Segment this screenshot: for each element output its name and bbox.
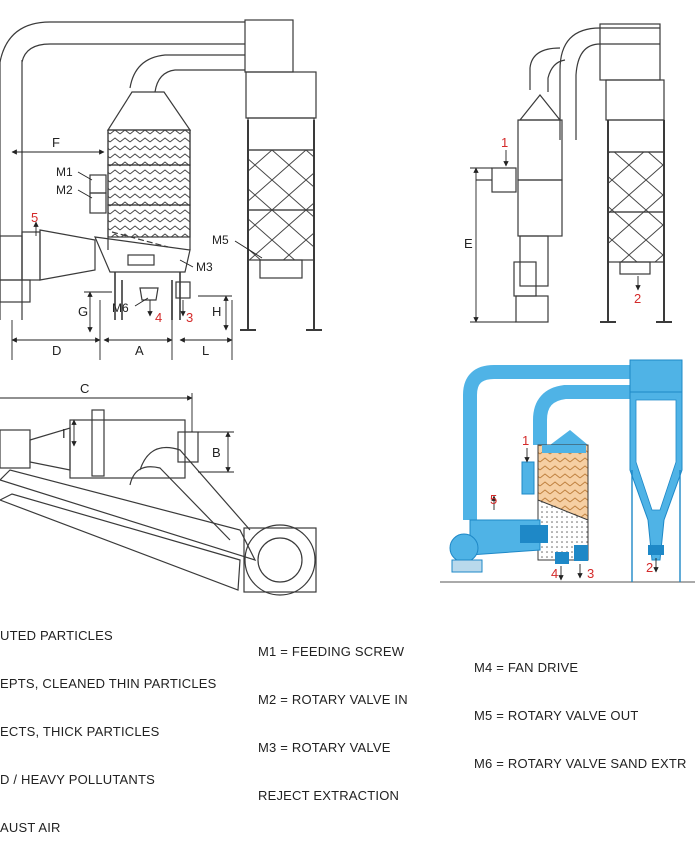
scrubber-packing-mid [107,164,191,206]
legend-m6: M6 = ROTARY VALVE SAND EXTR [474,756,687,771]
legend-stream-5: AUST AIR [0,820,61,835]
legend-motors-a: M1 = FEEDING SCREW M2 = ROTARY VALVE IN … [258,612,408,820]
side-view [476,23,672,323]
callout-5-front: 5 [31,210,38,225]
scrubber-duct [129,54,245,93]
legend-stream-4: D / HEAVY POLLUTANTS [0,772,155,787]
side-dimensions [470,150,641,323]
tag-m5: M5 [212,233,229,247]
top-duct [0,21,245,63]
legend-m2: M2 = ROTARY VALVE IN [258,692,408,707]
legend-m4: M4 = FAN DRIVE [474,660,579,675]
legend-m5: M5 = ROTARY VALVE OUT [474,708,639,723]
legend-m1: M1 = FEEDING SCREW [258,644,405,659]
legend-m3: M3 = ROTARY VALVE [258,740,391,755]
m3-box [175,281,191,299]
dim-i: I [62,426,66,441]
dim-d: D [52,343,61,358]
m2-box [89,192,107,214]
legend-stream-2: EPTS, CLEANED THIN PARTICLES [0,676,217,691]
callout-5-iso: 5 [490,492,497,507]
tag-m2: M2 [56,183,73,197]
legend-m3-cont: REJECT EXTRACTION [258,788,400,803]
callout-3-front: 3 [186,310,193,325]
technical-drawing: F D A L G H M1 M2 M5 M3 M6 5 4 3 E [0,19,695,596]
plan-view [0,409,317,596]
scrubber-hood [106,91,192,131]
scrubber-packing-upper [107,129,191,166]
legend-motors-b: M4 = FAN DRIVE M5 = ROTARY VALVE OUT M6 … [474,628,687,788]
dim-l: L [202,343,209,358]
drawing-canvas: F D A L G H M1 M2 M5 M3 M6 5 4 3 E [0,19,695,596]
m1-box [89,174,107,194]
tag-m1: M1 [56,165,73,179]
dim-a: A [135,343,144,358]
callout-4-iso: 4 [551,566,558,581]
dim-b: B [212,445,221,460]
callout-4-front: 4 [155,310,162,325]
callout-1-iso: 1 [522,433,529,448]
dim-c: C [80,381,89,396]
tag-m3: M3 [196,260,213,274]
tag-m6: M6 [112,301,129,315]
dim-f: F [52,135,60,150]
dim-g: G [78,304,88,319]
dim-h: H [212,304,221,319]
cyclone-head [245,71,317,119]
left-duct [0,60,23,320]
cyclone-inlet-box [244,19,294,73]
feed-cone [39,229,96,281]
legend-streams: UTED PARTICLES EPTS, CLEANED THIN PARTIC… [0,596,217,852]
legend-stream-1: UTED PARTICLES [0,628,113,643]
front-dimensions [11,149,263,360]
legend-stream-3: ECTS, THICK PARTICLES [0,724,160,739]
callout-2-side: 2 [634,291,641,306]
front-view [0,19,322,331]
dim-e: E [464,236,473,251]
callout-2-iso: 2 [646,560,653,575]
callout-3-iso: 3 [587,566,594,581]
iso-view [440,359,695,583]
plan-dimensions [0,393,234,473]
callout-1-side: 1 [501,135,508,150]
